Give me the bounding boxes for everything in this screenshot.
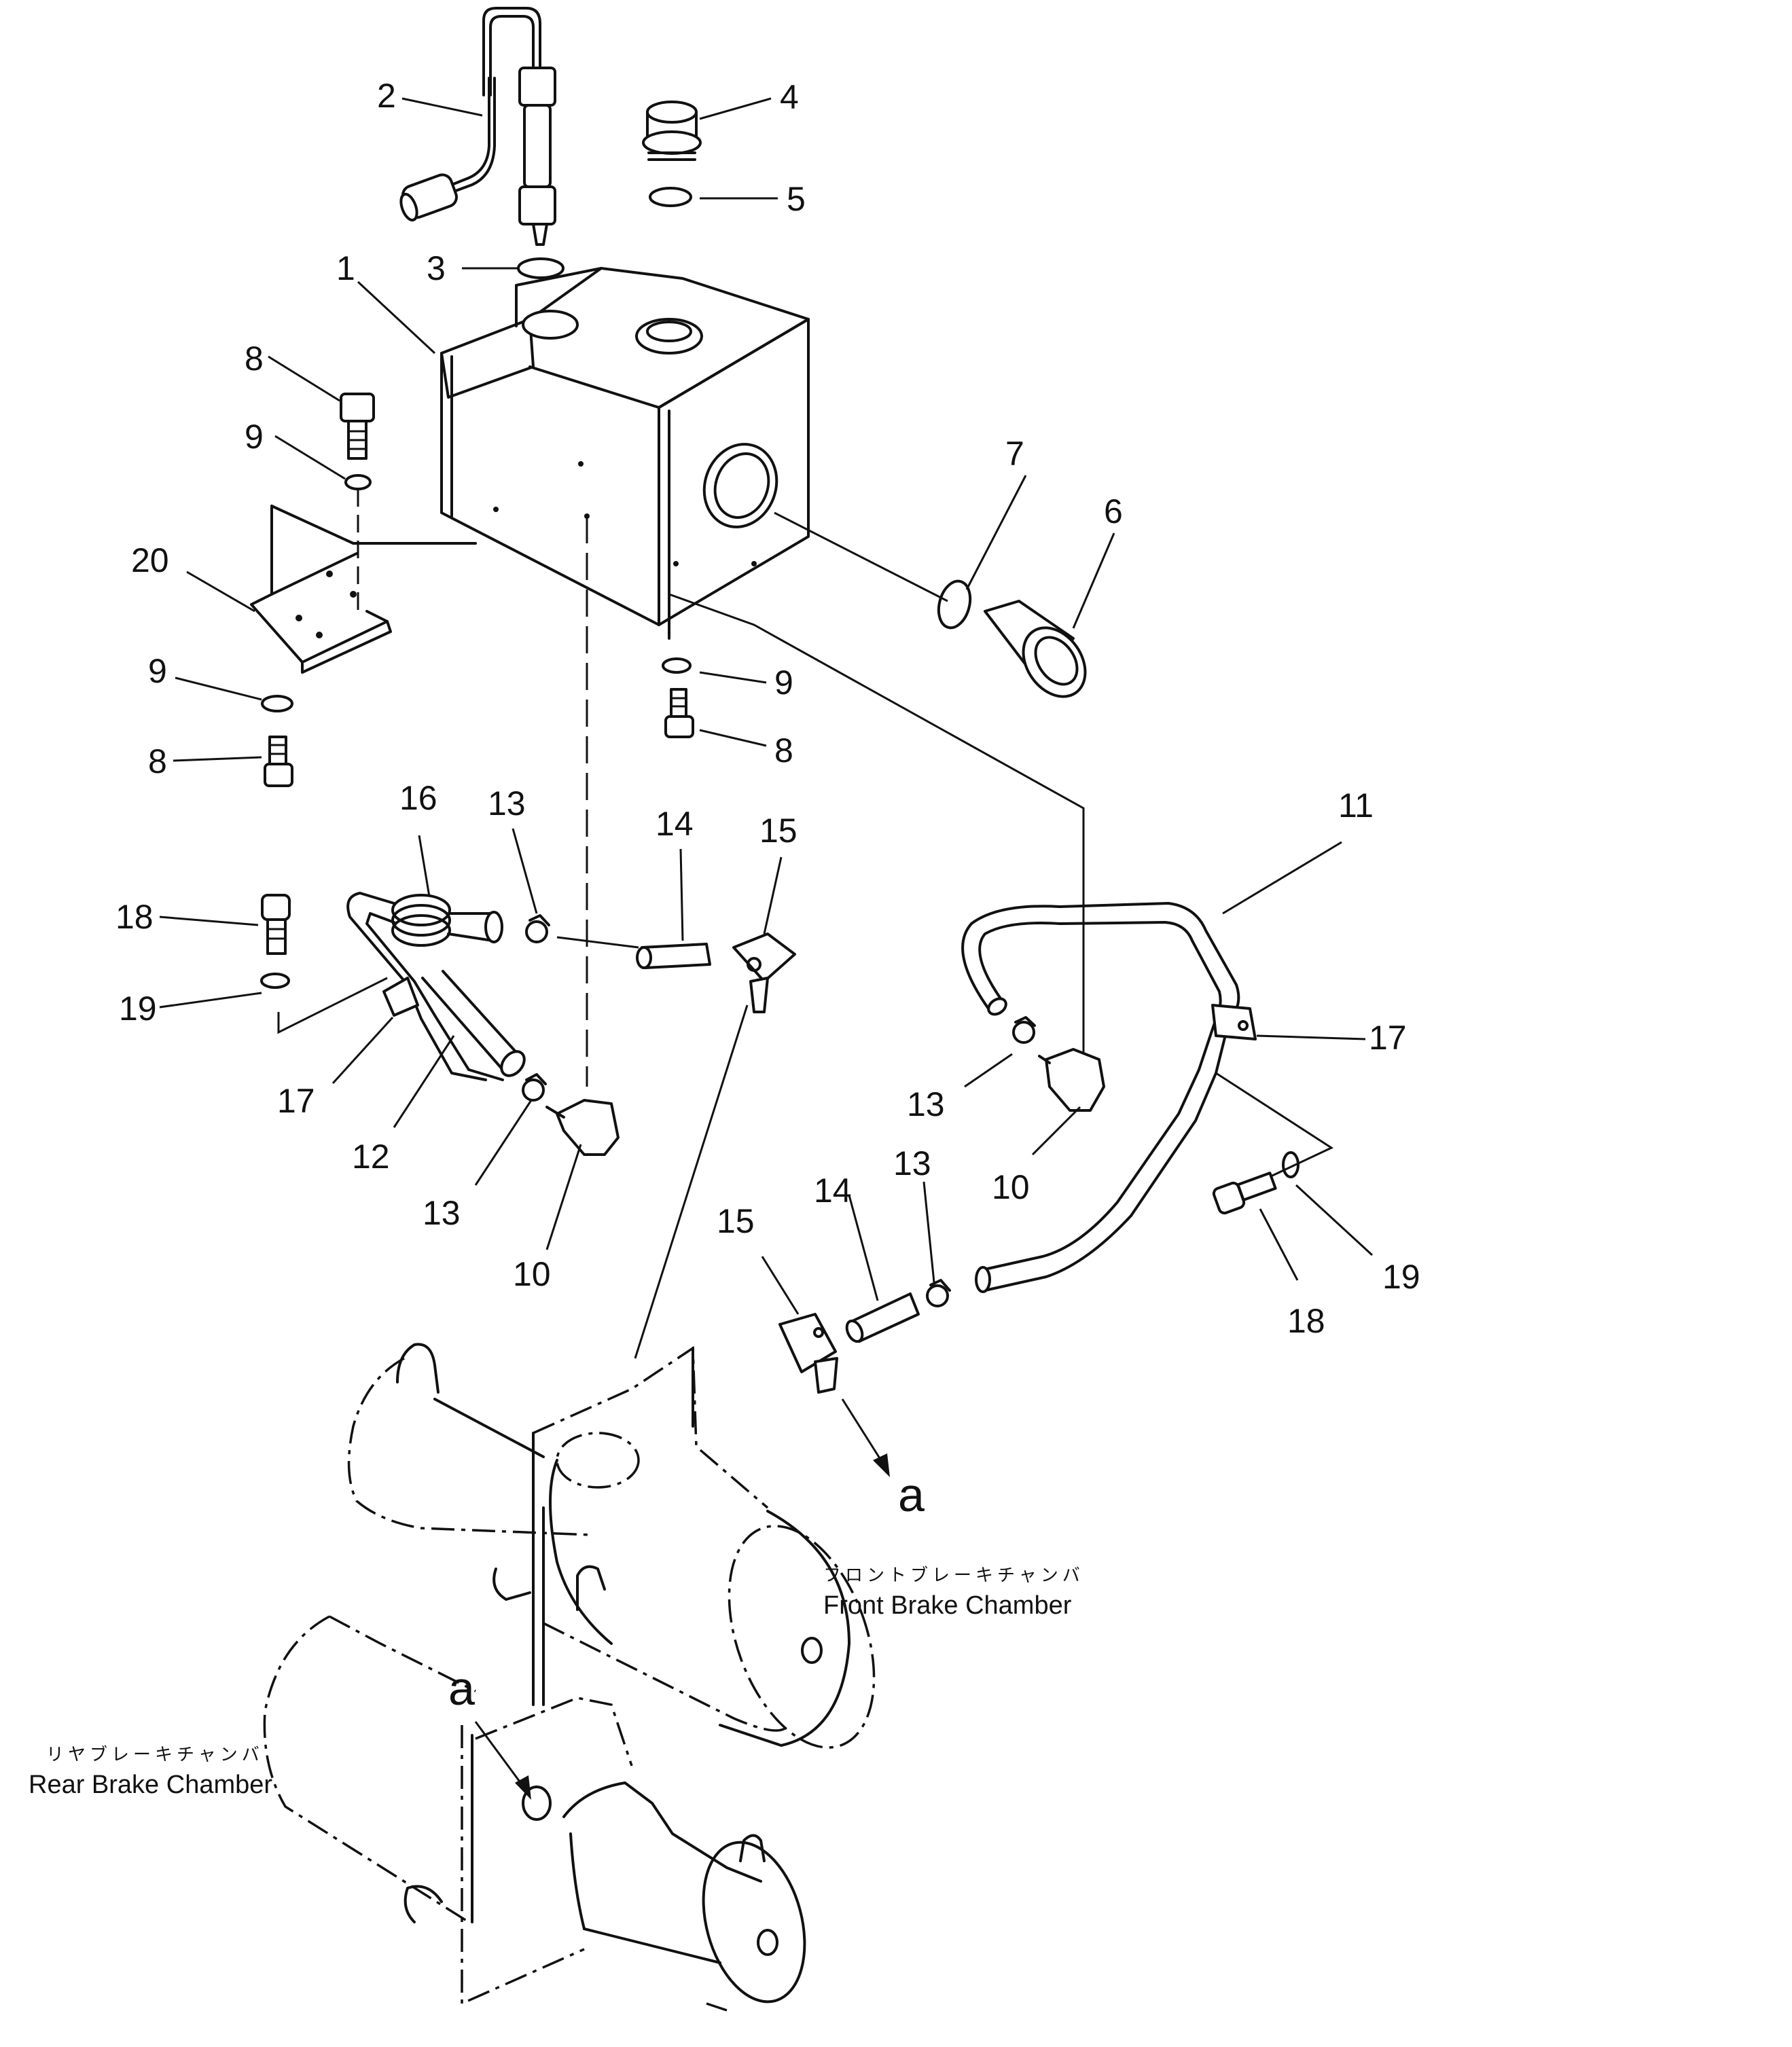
- tee-to-chamber-line: [634, 1004, 749, 1359]
- front-chamber-label-jp: フロントブレーキチャンバ: [823, 1565, 1084, 1585]
- pipe-11: [961, 902, 1240, 1293]
- callout-1: 1: [336, 249, 355, 287]
- clamp-17-right: [1211, 1004, 1257, 1040]
- arrow-a-front-line: [841, 1398, 884, 1464]
- callout-12: 12: [352, 1138, 390, 1176]
- tank-to-right-elbow-line: [668, 593, 1085, 1053]
- oring-3: [517, 257, 565, 279]
- callout-9-right: 9: [774, 664, 793, 702]
- bolt-18-right: [1212, 1172, 1277, 1215]
- connection-mark-a-front: a: [898, 1468, 925, 1521]
- callout-11: 11: [1338, 786, 1374, 825]
- arrow-a-rear-line: [474, 1721, 524, 1787]
- bolt-18-left-leader: [277, 977, 388, 1034]
- callout-8-right: 8: [774, 731, 793, 769]
- callout-10-right: 10: [992, 1168, 1030, 1206]
- arrow-a-front-head: [873, 1453, 890, 1477]
- tee-15-lower: [778, 1313, 838, 1394]
- callout-8-left: 8: [148, 742, 167, 780]
- rear-brake-chamber: [263, 1615, 806, 2012]
- callout-19-left: 19: [119, 990, 157, 1028]
- callout-9-left: 9: [148, 652, 167, 690]
- washer-5: [649, 187, 692, 207]
- callout-6: 6: [1104, 492, 1123, 530]
- callout-5: 5: [787, 180, 806, 218]
- fitting-14-lower: [845, 1292, 920, 1343]
- tee-15-upper: [732, 932, 796, 1013]
- callout-15-lower: 15: [717, 1202, 755, 1240]
- callout-20: 20: [131, 541, 169, 579]
- sight-gauge-part: [984, 600, 1087, 698]
- arrow-a-rear-head: [515, 1775, 531, 1800]
- oring-7: [937, 579, 972, 630]
- washer-19-right: [1282, 1151, 1300, 1178]
- bolt-8-left: [264, 736, 293, 787]
- callout-13-b: 13: [423, 1194, 461, 1232]
- rear-chamber-label-jp: リヤブレーキチャンバ: [46, 1744, 264, 1764]
- filler-cap-part: [642, 101, 702, 161]
- callout-16: 16: [399, 779, 437, 817]
- callout-10-left: 10: [513, 1255, 551, 1293]
- clamp-to-fitting-line: [556, 936, 639, 949]
- leader-lines: [159, 97, 1374, 1315]
- connection-mark-a-rear: a: [448, 1662, 475, 1715]
- bolt-8-top: [340, 393, 375, 460]
- fitting-14-upper: [636, 943, 711, 969]
- callout-7: 7: [1005, 435, 1024, 473]
- callout-14-upper: 14: [656, 805, 694, 843]
- callout-9-top: 9: [245, 418, 264, 456]
- elbow-10-left: [545, 1099, 620, 1156]
- reservoir-tank-part: [440, 267, 810, 640]
- callout-18-right: 18: [1287, 1302, 1325, 1340]
- washer-9-top: [344, 474, 372, 490]
- clamp-13-a: [525, 914, 550, 943]
- callout-18-left: 18: [115, 898, 154, 936]
- callout-3: 3: [427, 249, 446, 287]
- gauge-to-tank-line: [774, 511, 948, 602]
- washer-19-left: [260, 973, 290, 989]
- clamp-13-c: [1012, 1016, 1036, 1044]
- washer-9-right: [662, 657, 692, 674]
- clamp-13-b: [522, 1073, 547, 1102]
- clamp-17-left: [382, 977, 419, 1017]
- callout-13-c: 13: [907, 1085, 945, 1123]
- bracket-20-part: [250, 505, 477, 674]
- washer-9-left: [261, 695, 293, 712]
- callout-19-right: 19: [1382, 1258, 1420, 1296]
- callout-13-d: 13: [893, 1144, 931, 1182]
- callout-13-a: 13: [488, 784, 526, 822]
- front-chamber-label-en: Front Brake Chamber: [823, 1591, 1072, 1620]
- callout-17-left: 17: [277, 1082, 315, 1120]
- hose-12: [421, 970, 526, 1077]
- callout-2: 2: [377, 77, 396, 115]
- callout-labels: 2 3 4 5 1 8 9 7 6 20 9 8 9 8 16 13 14 15…: [115, 77, 1420, 1340]
- callout-4: 4: [780, 78, 799, 116]
- callout-8-top: 8: [245, 340, 264, 378]
- callout-14-lower: 14: [814, 1172, 852, 1210]
- elbow-10-right: [1038, 1048, 1105, 1112]
- level-sensor-part: [399, 7, 556, 246]
- callout-17-right: 17: [1369, 1019, 1407, 1057]
- clamp-13-d: [926, 1279, 951, 1307]
- bolt-18-left: [261, 894, 291, 955]
- bolt-8-right: [664, 688, 694, 738]
- front-brake-chamber: [347, 1343, 876, 1749]
- callout-15-upper: 15: [759, 812, 798, 850]
- rear-chamber-label-en: Rear Brake Chamber: [29, 1771, 272, 1799]
